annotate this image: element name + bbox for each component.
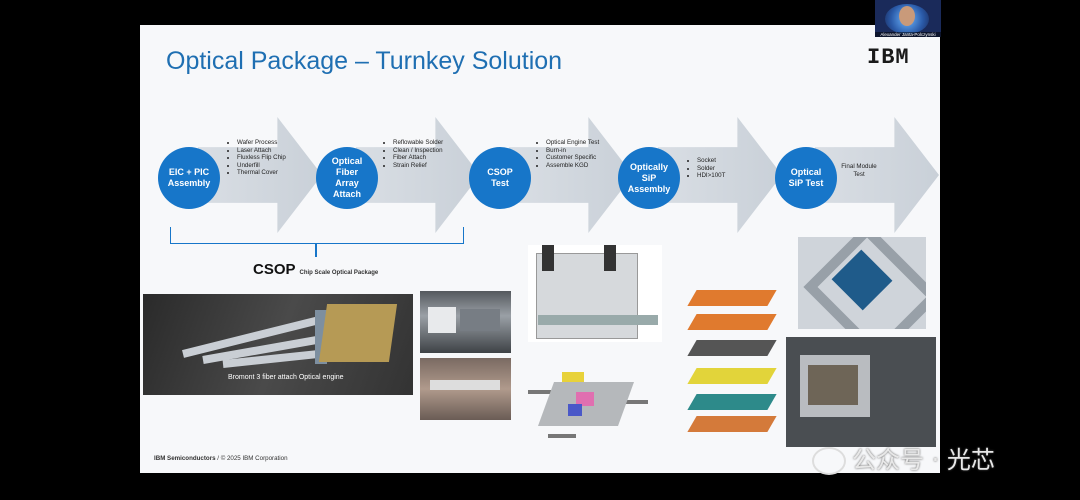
presenter-video-thumbnail[interactable]: Alexander Janta-Polczynski: [875, 0, 941, 37]
module-chip: [808, 365, 858, 405]
ibm-logo: IBM: [867, 42, 910, 70]
exploded-assembly-diagram: [662, 240, 792, 435]
step-4-circle: Optically SiP Assembly: [618, 147, 680, 209]
presenter-avatar: [899, 6, 915, 26]
presenter-name: Alexander Janta-Polczynski: [875, 32, 941, 37]
fiber-block: [428, 307, 456, 333]
list-item: Laser Attach: [237, 147, 286, 155]
package-top-view: [798, 237, 926, 329]
list-item: Fiber Attach: [393, 154, 443, 162]
socketed-module-photo: [786, 337, 936, 447]
optical-engine-photo: Bromont 3 fiber attach Optical engine: [143, 294, 413, 395]
package-side-photo: [420, 358, 511, 420]
fiber-arm: [528, 390, 558, 394]
fixture-clip: [542, 245, 554, 271]
presentation-slide: Optical Package – Turnkey Solution IBM E…: [140, 25, 940, 473]
list-item: Customer Specific: [546, 154, 599, 162]
slide-footer: IBM Semiconductors / © 2025 IBM Corporat…: [154, 455, 288, 462]
fiber-arm: [548, 434, 576, 438]
fiber-array: [460, 309, 500, 331]
substrate-layer: [687, 394, 777, 410]
optical-sip-diagram: [528, 360, 658, 445]
package-bar: [430, 380, 500, 390]
carrier-layer: [687, 290, 777, 306]
list-item: Solder: [697, 165, 725, 173]
step-4-list: Socket Solder HDI>100T: [688, 157, 725, 180]
photo-caption: Bromont 3 fiber attach Optical engine: [228, 374, 344, 381]
fiber-arm: [618, 400, 648, 404]
step-3-circle: CSOP Test: [469, 147, 531, 209]
list-item: Wafer Process: [237, 139, 286, 147]
list-item: Clean / Inspection: [393, 147, 443, 155]
fixture-clip: [604, 245, 616, 271]
sip-die: [568, 404, 582, 416]
list-item: Assemble KGD: [546, 162, 599, 170]
carrier-layer: [687, 314, 777, 330]
list-item: Socket: [697, 157, 725, 165]
sip-engine: [562, 372, 584, 382]
list-item: HDI>100T: [697, 172, 725, 180]
step-3-list: Optical Engine Test Burn-in Customer Spe…: [537, 139, 599, 169]
list-item: Final Module Test: [841, 163, 877, 178]
list-item: Reflowable Solder: [393, 139, 443, 147]
list-item: Thermal Cover: [237, 169, 286, 177]
fixture-rail: [538, 315, 658, 325]
fiber-array-closeup-photo: [420, 291, 511, 353]
csop-bracket: [170, 227, 464, 244]
base-layer: [687, 416, 777, 432]
frame-layer: [687, 340, 777, 356]
chip-die: [318, 304, 398, 362]
step-2-list: Reflowable Solder Clean / Inspection Fib…: [384, 139, 443, 169]
list-item: Fluxless Flip Chip: [237, 154, 286, 162]
list-item: Optical Engine Test: [546, 139, 599, 147]
step-1-circle: EIC + PIC Assembly: [158, 147, 220, 209]
list-item: Strain Relief: [393, 162, 443, 170]
test-fixture-diagram: [528, 245, 662, 342]
watermark: 公众号 · 光芯: [812, 440, 995, 475]
list-item: Underfill: [237, 162, 286, 170]
csop-subtitle: Chip Scale Optical Package: [299, 270, 379, 276]
slide-title: Optical Package – Turnkey Solution: [166, 47, 563, 75]
list-item: Burn-in: [546, 147, 599, 155]
step-1-list: Wafer Process Laser Attach Fluxless Flip…: [228, 139, 286, 177]
csop-bracket-tick: [315, 243, 317, 257]
sip-die: [576, 392, 594, 406]
chip-layer: [687, 368, 777, 384]
step-5-circle: Optical SiP Test: [775, 147, 837, 209]
step-2-circle: Optical Fiber Array Attach: [316, 147, 378, 209]
wechat-icon: [812, 447, 846, 475]
step-5-list: Final Module Test: [841, 163, 877, 178]
